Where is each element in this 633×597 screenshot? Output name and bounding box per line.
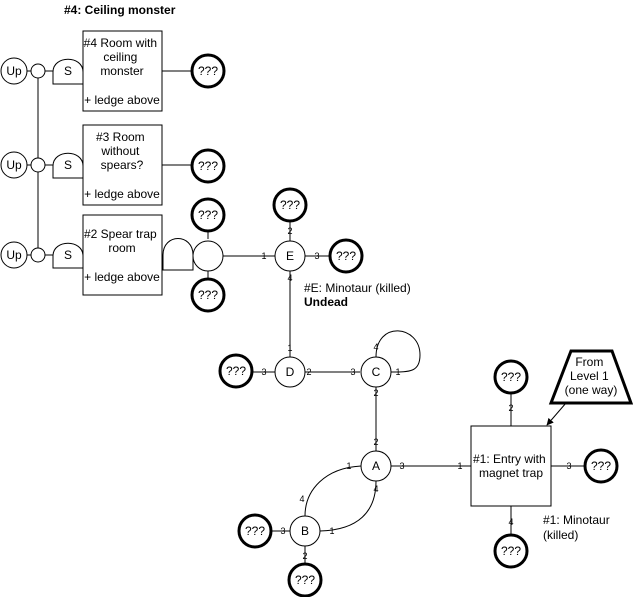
entry-arrow: [546, 402, 567, 426]
unknown-node-e-top: [272, 187, 308, 223]
port-label: 3: [280, 526, 285, 536]
junction-row4: [30, 63, 46, 79]
unknown-label: ???: [501, 370, 521, 384]
unknown-node-b-left: [237, 513, 273, 549]
port-label: 3: [350, 367, 355, 377]
unknown-label: ???: [591, 459, 611, 473]
port-label: 1: [261, 251, 266, 261]
unknown-node-room1-bottom: [493, 533, 529, 569]
node-b: [289, 515, 321, 547]
stairs-label-row4: S: [64, 64, 72, 78]
entry-label: From Level 1 (one way): [565, 355, 618, 397]
up-node-row3: [0, 151, 28, 179]
room-2: [82, 214, 163, 296]
port-label: 2: [302, 551, 307, 561]
unknown-node-room1-top: [493, 359, 529, 395]
unknown-label: ???: [245, 524, 265, 538]
up-label-row3: Up: [6, 158, 22, 172]
port-label: 3: [566, 461, 571, 471]
hub-node: [192, 240, 224, 272]
unknown-label: ???: [226, 364, 246, 378]
unknown-node-e-right: [328, 238, 364, 274]
room-4: [82, 30, 163, 112]
port-label: 3: [261, 367, 266, 377]
up-label-row4: Up: [6, 64, 22, 78]
port-label: 2: [373, 437, 378, 447]
port-label: 1: [395, 367, 400, 377]
unknown-label: ???: [295, 573, 315, 587]
room-4-note: + ledge above: [84, 93, 160, 107]
up-node-row4: [0, 57, 28, 85]
port-label: 2: [306, 367, 311, 377]
node-c: [360, 356, 392, 388]
e-annotation-line2: Undead: [304, 295, 348, 309]
up-label-row2: Up: [6, 248, 22, 262]
room-4-label: #4 Room with ceiling monster: [84, 36, 161, 78]
unknown-label: ???: [501, 544, 521, 558]
port-label: 1: [287, 343, 292, 353]
a-to-b-lower: [319, 480, 377, 532]
port-label: 3: [399, 461, 404, 471]
unknown-node-hub-bottom: [190, 277, 226, 313]
node-d: [274, 356, 306, 388]
node-e: [274, 240, 306, 272]
node-e-label: E: [286, 249, 294, 263]
unknown-label: ???: [198, 159, 218, 173]
port-label: 1: [457, 461, 462, 471]
stairs-label-row3: S: [64, 158, 72, 172]
node-d-label: D: [286, 365, 295, 379]
room-1: [470, 425, 552, 507]
entry-from-level1: [548, 349, 633, 405]
node-a-label: A: [372, 459, 380, 473]
room-2-note: + ledge above: [84, 270, 160, 284]
room-3: [82, 124, 163, 206]
unknown-node-hub-top: [190, 197, 226, 233]
unknown-label: ???: [280, 198, 300, 212]
port-label: 2: [508, 403, 513, 413]
unknown-label: ???: [198, 288, 218, 302]
room1-annotation-line2: (killed): [543, 528, 578, 542]
door-room2: [162, 238, 194, 271]
room-1-label: #1: Entry with magnet trap: [473, 452, 549, 480]
port-label: 3: [314, 251, 319, 261]
port-label: 4: [373, 342, 378, 352]
room-2-label: #2 Spear trap room: [84, 227, 160, 255]
a-to-b-upper: [304, 465, 362, 517]
port-label: 4: [287, 273, 292, 283]
map-title: #4: Ceiling monster: [64, 3, 176, 17]
unknown-node-d-left: [218, 353, 254, 389]
port-label: 2: [287, 226, 292, 236]
node-a: [360, 450, 392, 482]
room1-annotation-line1: #1: Minotaur: [543, 513, 610, 527]
unknown-node-room3: [190, 148, 226, 184]
junction-row2: [30, 247, 46, 263]
junction-row3: [30, 157, 46, 173]
port-label: 4: [373, 484, 378, 494]
port-label: 4: [299, 494, 304, 504]
stairs-label-row2: S: [64, 248, 72, 262]
node-b-label: B: [301, 524, 309, 538]
c-self-loop: [375, 330, 421, 373]
unknown-label: ???: [336, 249, 356, 263]
unknown-node-room1-right: [583, 448, 619, 484]
room-3-label: #3 Room without spears?: [96, 130, 148, 172]
port-label: 2: [373, 388, 378, 398]
unknown-node-b-bottom: [287, 562, 323, 597]
e-annotation-line1: #E: Minotaur (killed): [304, 281, 411, 295]
unknown-label: ???: [198, 64, 218, 78]
room-3-note: + ledge above: [84, 187, 160, 201]
port-label: 1: [346, 461, 351, 471]
port-label: 1: [329, 526, 334, 536]
unknown-node-room4: [190, 53, 226, 89]
node-c-label: C: [372, 365, 381, 379]
port-label: 4: [508, 517, 513, 527]
unknown-label: ???: [198, 208, 218, 222]
up-node-row2: [0, 241, 28, 269]
